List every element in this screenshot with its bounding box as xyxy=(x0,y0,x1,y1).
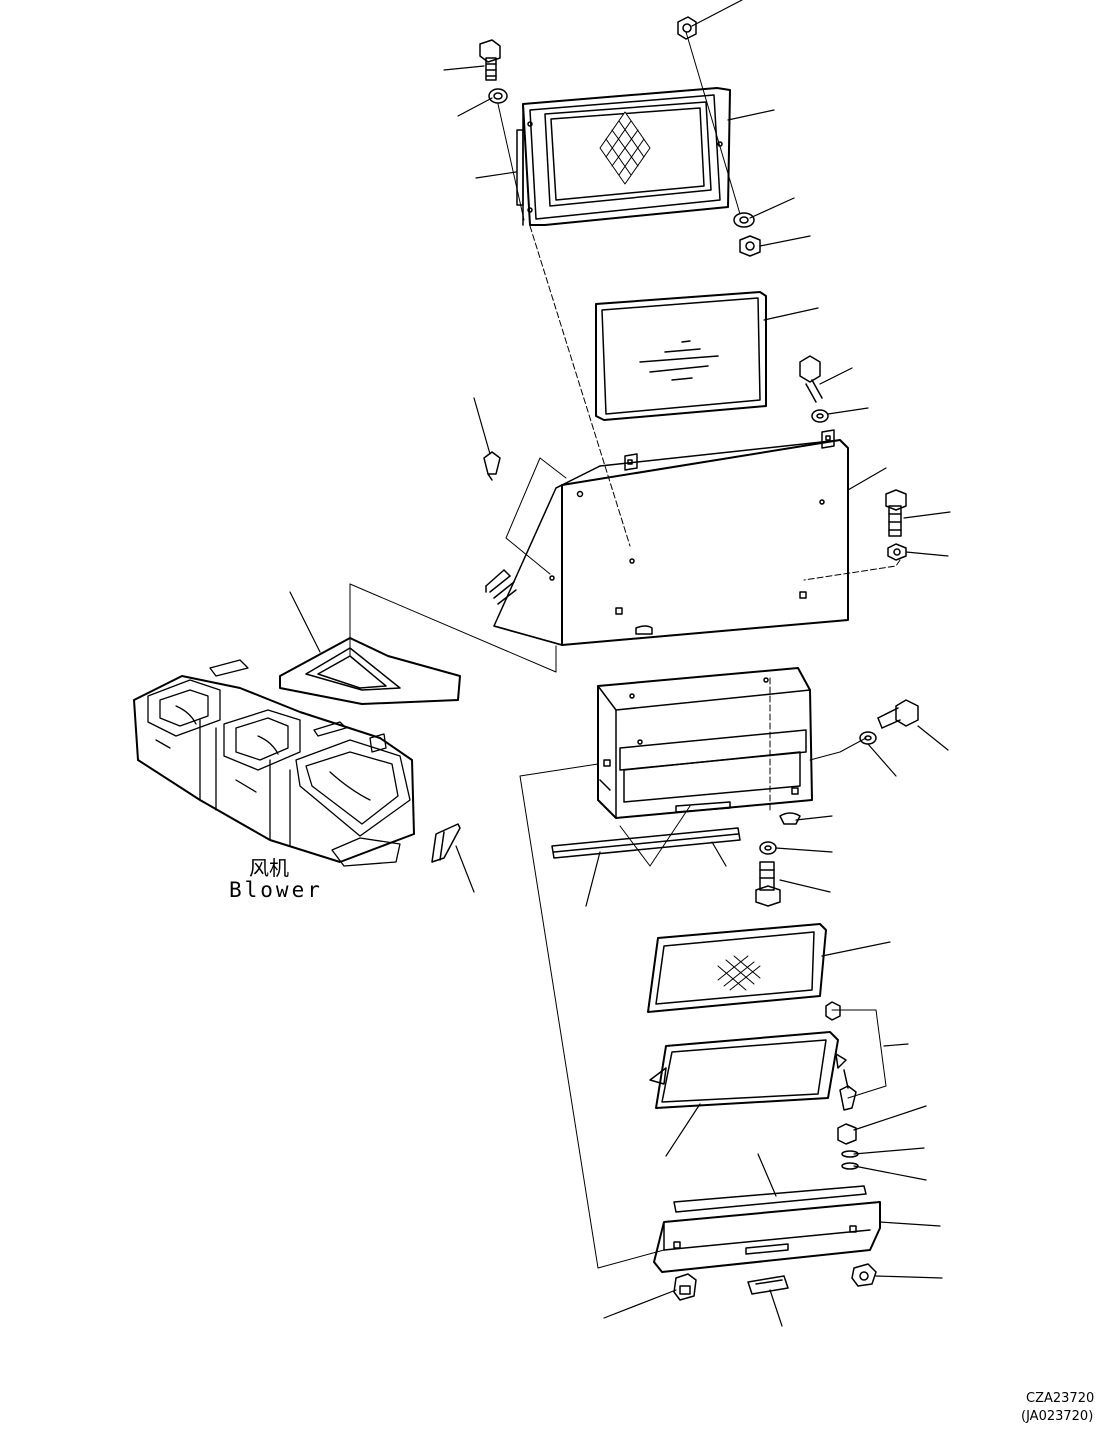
latch-center xyxy=(747,1275,789,1295)
blower-label-english: Blower xyxy=(229,878,323,902)
latch-right xyxy=(851,1263,877,1287)
grille-mesh xyxy=(599,111,651,185)
nut-lower xyxy=(837,1123,857,1145)
blower-label-chinese: 风机 xyxy=(249,856,289,880)
washer-lower xyxy=(759,841,777,855)
top-grille-cover xyxy=(516,87,731,226)
lower-filter-box xyxy=(597,667,813,819)
washer-right-2 xyxy=(811,409,829,423)
drawing-code-alt: (JA023720) xyxy=(1021,1409,1094,1424)
blower-unit xyxy=(133,659,415,867)
push-rivet xyxy=(483,451,501,481)
bolt-top-left xyxy=(479,39,501,81)
duct-adapter xyxy=(279,637,461,705)
bolt-right-3 xyxy=(885,489,907,537)
washer-right-3 xyxy=(887,543,907,561)
lower-mesh-filter xyxy=(647,923,827,1013)
bolt-right-2 xyxy=(799,355,823,403)
leader-lines xyxy=(289,0,951,1327)
nut-top-right xyxy=(677,16,697,40)
drawing-code: CZA23720 xyxy=(1026,1391,1095,1406)
bolt-right-4 xyxy=(877,699,919,729)
nut-right-1 xyxy=(739,235,761,257)
air-filter-element xyxy=(595,291,767,421)
latch-left xyxy=(673,1273,697,1301)
seal-strip xyxy=(551,827,741,859)
grommet xyxy=(779,812,801,825)
lower-seal-strip xyxy=(673,1185,867,1213)
filter-case-housing xyxy=(485,429,849,646)
knob-screw xyxy=(825,1001,857,1111)
washer-right-1 xyxy=(733,212,755,228)
washer-right-4 xyxy=(859,731,877,745)
washer-top-left xyxy=(488,88,508,104)
bolt-lower xyxy=(755,861,781,907)
assembly-lines xyxy=(349,31,901,1269)
lower-frame xyxy=(649,1031,847,1109)
blower-duct-piece xyxy=(431,823,461,863)
bottom-tray xyxy=(653,1201,881,1273)
